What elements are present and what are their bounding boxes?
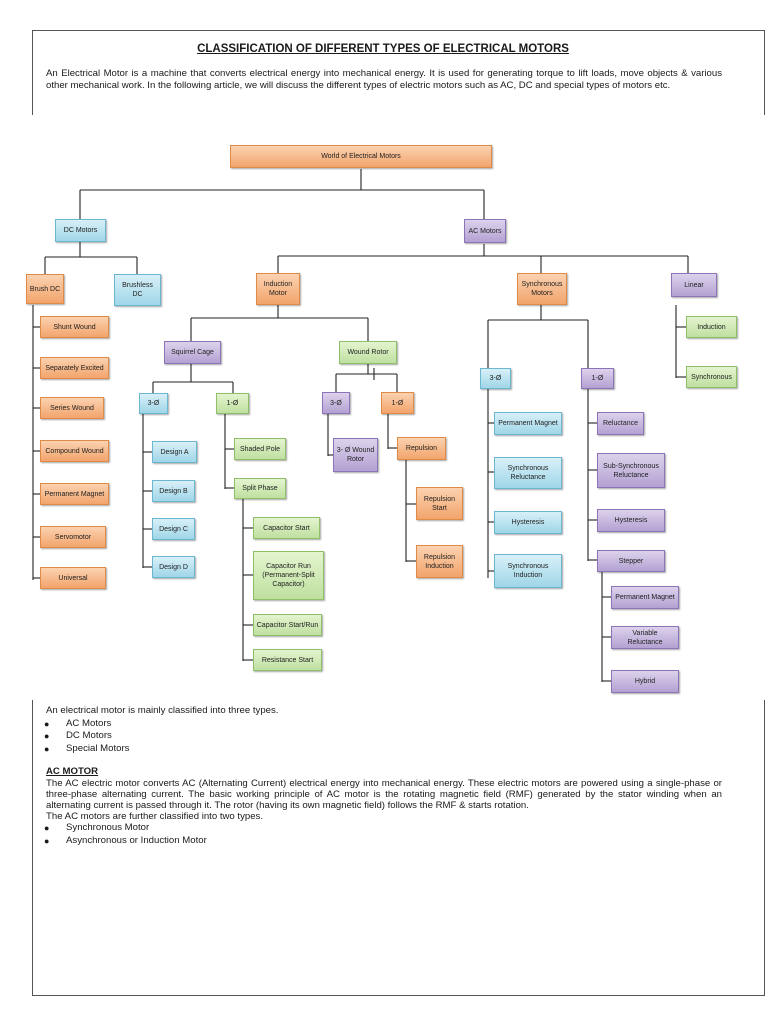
- node-brushless-dc: Brushless DC: [114, 274, 161, 306]
- node-capacitor-start-run: Capacitor Start/Run: [253, 614, 322, 636]
- node-split-phase: Split Phase: [234, 478, 286, 499]
- top-frame: [32, 30, 765, 115]
- bullet-icon: ●: [44, 835, 50, 846]
- node-sync-3-phase: 3-Ø: [480, 368, 511, 389]
- ac-types-list: ●Synchronous Motor ●Asynchronous or Indu…: [44, 821, 722, 848]
- node-sc-1-phase: 1-Ø: [216, 393, 249, 414]
- bullet-icon: ●: [44, 718, 50, 729]
- ac-motor-heading: AC MOTOR: [46, 765, 99, 777]
- list-item: ●DC Motors: [44, 730, 112, 742]
- node-root: World of Electrical Motors: [230, 145, 492, 168]
- intro-paragraph: An Electrical Motor is a machine that co…: [46, 68, 722, 91]
- node-synchronous-motors: Synchronous Motors: [517, 273, 567, 305]
- node-stepper-permanent-magnet: Permanent Magnet: [611, 586, 679, 609]
- motor-types-list: ●AC Motors ●DC Motors ●Special Motors: [44, 717, 722, 756]
- list-item: ●Asynchronous or Induction Motor: [44, 834, 207, 846]
- bottom-frame: [32, 700, 765, 996]
- node-sync-hysteresis: Hysteresis: [494, 511, 562, 534]
- node-sub-synchronous-reluctance: Sub-Synchronous Reluctance: [597, 453, 665, 488]
- ac-types-intro: The AC motors are further classified int…: [46, 810, 264, 822]
- node-wr-1-phase: 1-Ø: [381, 392, 414, 414]
- node-stepper: Stepper: [597, 550, 665, 572]
- node-1-phase-hysteresis: Hysteresis: [597, 509, 665, 532]
- node-capacitor-start: Capacitor Start: [253, 517, 320, 539]
- node-design-a: Design A: [152, 441, 197, 463]
- node-separately-excited: Separately Excited: [40, 357, 109, 379]
- node-compound-wound: Compound Wound: [40, 440, 109, 462]
- node-reluctance: Reluctance: [597, 412, 644, 435]
- node-induction-motor: Induction Motor: [256, 273, 300, 305]
- classified-intro: An electrical motor is mainly classified…: [46, 705, 279, 716]
- node-sc-3-phase: 3-Ø: [139, 393, 168, 414]
- node-linear-induction: Induction: [686, 316, 737, 338]
- node-sync-permanent-magnet: Permanent Magnet: [494, 412, 562, 435]
- node-synchronous-reluctance: Synchronous Reluctance: [494, 457, 562, 489]
- node-wr-3-phase: 3-Ø: [322, 392, 350, 414]
- node-shunt-wound: Shunt Wound: [40, 316, 109, 338]
- node-squirrel-cage: Squirrel Cage: [164, 341, 221, 364]
- node-wound-rotor: Wound Rotor: [339, 341, 397, 364]
- list-item: ●AC Motors: [44, 717, 112, 729]
- node-design-b: Design B: [152, 480, 195, 502]
- node-resistance-start: Resistance Start: [253, 649, 322, 671]
- node-universal: Universal: [40, 567, 106, 589]
- bullet-icon: ●: [44, 822, 50, 833]
- node-variable-reluctance: Variable Reluctance: [611, 626, 679, 649]
- list-item: ●Special Motors: [44, 743, 130, 755]
- body-text: An electrical motor is mainly classified…: [44, 705, 722, 848]
- node-shaded-pole: Shaded Pole: [234, 438, 286, 460]
- node-linear-synchronous: Synchronous: [686, 366, 737, 388]
- node-design-d: Design D: [152, 556, 195, 578]
- node-dc-motors: DC Motors: [55, 219, 106, 242]
- node-brush-dc: Brush DC: [26, 274, 64, 304]
- list-item: ●Synchronous Motor: [44, 821, 150, 833]
- page-title: CLASSIFICATION OF DIFFERENT TYPES OF ELE…: [197, 43, 569, 55]
- node-repulsion: Repulsion: [397, 437, 446, 460]
- node-series-wound: Series Wound: [40, 397, 104, 419]
- node-servomotor: Servomotor: [40, 526, 106, 548]
- node-linear: Linear: [671, 273, 717, 297]
- node-design-c: Design C: [152, 518, 195, 540]
- ac-motor-paragraph: The AC electric motor converts AC (Alter…: [46, 777, 722, 811]
- node-capacitor-run: Capacitor Run (Permanent-Split Capacitor…: [253, 551, 324, 600]
- bullet-icon: ●: [44, 731, 50, 742]
- node-synchronous-induction: Synchronous Induction: [494, 554, 562, 588]
- node-repulsion-start: Repulsion Start: [416, 487, 463, 520]
- node-3-phase-wound-rotor: 3- Ø Wound Rotor: [333, 438, 378, 472]
- node-sync-1-phase: 1-Ø: [581, 368, 614, 389]
- node-repulsion-induction: Repulsion Induction: [416, 545, 463, 578]
- bullet-icon: ●: [44, 744, 50, 755]
- node-ac-motors: AC Motors: [464, 219, 506, 243]
- node-hybrid: Hybrid: [611, 670, 679, 693]
- node-permanent-magnet-dc: Permanent Magnet: [40, 483, 109, 505]
